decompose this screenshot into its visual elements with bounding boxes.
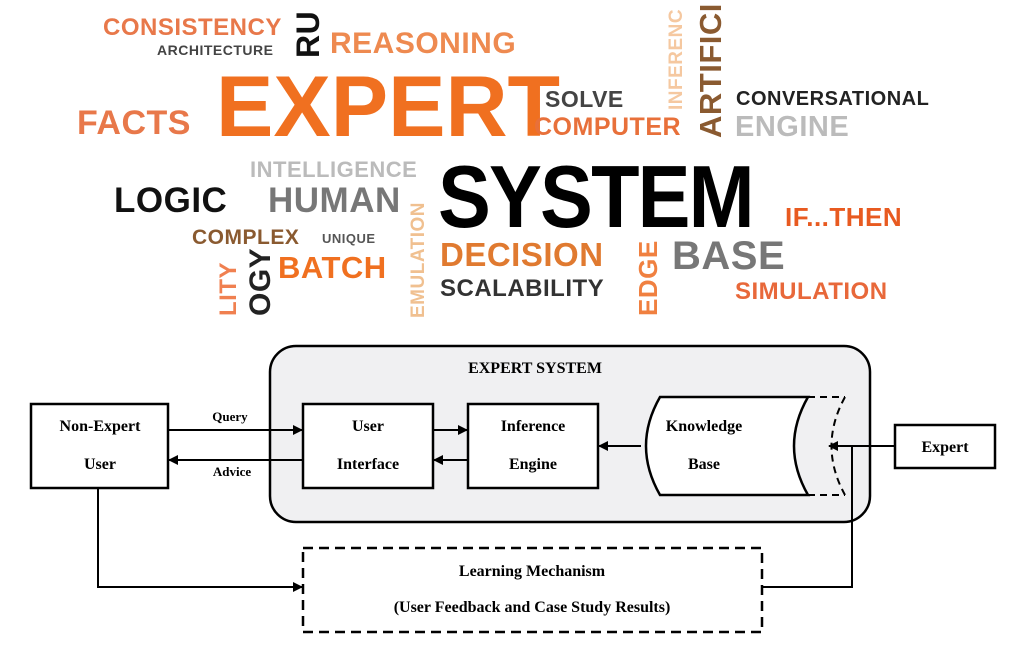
word-conversational: CONVERSATIONAL [736, 88, 930, 110]
word-expert: EXPERT [216, 59, 561, 155]
advice-label: Advice [213, 464, 252, 479]
word-consistency: CONSISTENCY [103, 14, 282, 41]
knowledge-base-cylinder: Knowledge Base [644, 395, 846, 497]
word-complex: COMPLEX [192, 226, 300, 249]
word-facts: FACTS [77, 104, 191, 142]
word-base: BASE [672, 234, 786, 278]
word-engine: ENGINE [735, 111, 850, 143]
user-interface-label-2: Interface [337, 456, 399, 473]
inference-engine-label-1: Inference [501, 418, 566, 435]
expert-box: Expert [893, 423, 997, 470]
word-computer: COMPUTER [534, 113, 682, 141]
word-ifthen: IF...THEN [785, 202, 903, 232]
word-unique: UNIQUE [322, 231, 376, 246]
word-human: HUMAN [268, 181, 401, 220]
inference-engine-box: Inference Engine [466, 402, 600, 490]
inference-engine-label-2: Engine [509, 456, 557, 473]
expert-feedback-line [762, 446, 853, 588]
word-intelligence: INTELLIGENCE [250, 157, 418, 182]
user-interface-box: User Interface [301, 402, 435, 490]
knowledge-base-label-2: Base [688, 456, 720, 473]
word-logic: LOGIC [114, 181, 228, 220]
word-architecture: ARCHITECTURE [157, 42, 274, 58]
learning-mechanism-box: Learning Mechanism (User Feedback and Ca… [301, 546, 764, 634]
query-label: Query [212, 409, 248, 424]
word-simulation: SIMULATION [735, 278, 888, 305]
word-scalability: SCALABILITY [440, 275, 605, 302]
user-feedback-arrow [97, 488, 303, 592]
word-reasoning: REASONING [330, 27, 517, 60]
user-interface-label-1: User [352, 418, 384, 435]
word-solve: SOLVE [545, 86, 624, 112]
user-label: User [84, 456, 116, 473]
non-expert-label: Non-Expert [60, 418, 142, 435]
learning-mechanism-title: Learning Mechanism [459, 563, 606, 580]
expert-label: Expert [921, 439, 969, 456]
non-expert-user-box: Non-Expert User [29, 402, 170, 490]
expert-system-title: EXPERT SYSTEM [468, 360, 602, 377]
word-system: SYSTEM [438, 147, 755, 246]
word-batch: BATCH [278, 250, 387, 285]
learning-mechanism-subtitle: (User Feedback and Case Study Results) [394, 599, 671, 616]
knowledge-base-label-1: Knowledge [666, 418, 742, 435]
word-decision: DECISION [440, 236, 604, 273]
